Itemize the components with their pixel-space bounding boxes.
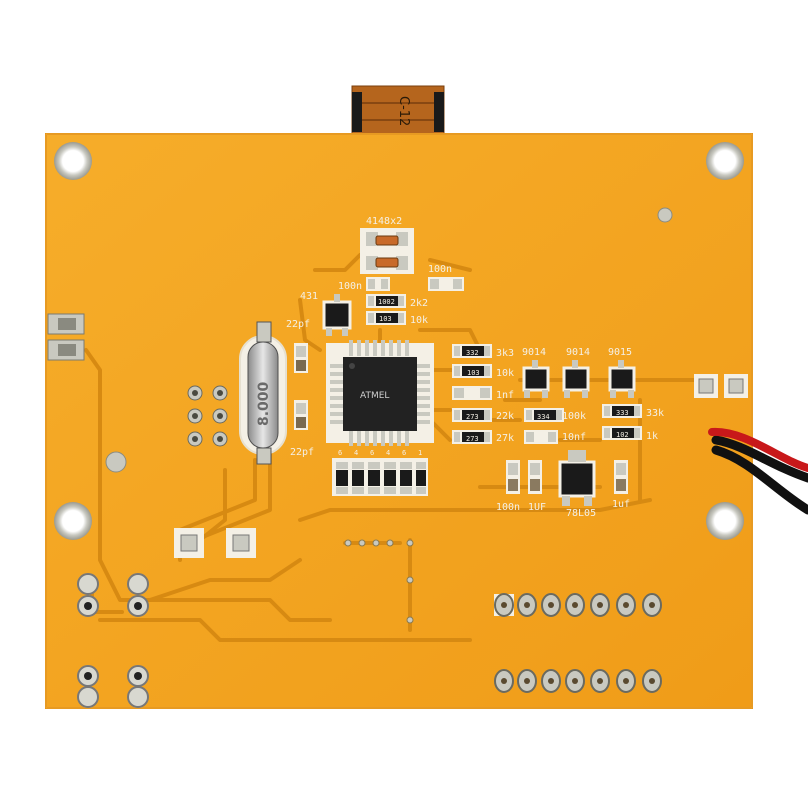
- left-connector: [47, 313, 85, 361]
- label-22pf-top: 22pf: [286, 319, 310, 330]
- mid-resistors: 332 103 273 273 334: [452, 344, 564, 444]
- smd-code-1: 1002: [378, 298, 395, 306]
- smd-code-3: 332: [466, 349, 479, 357]
- label-2k2: 2k2: [410, 298, 428, 309]
- crystal-marking: 8.000: [256, 381, 272, 426]
- transistors: [522, 360, 636, 398]
- label-100n-top: 100n: [428, 264, 452, 275]
- smd-code-2: 103: [379, 315, 392, 323]
- pin-digit-3: 6: [370, 449, 374, 457]
- pin-digit-5: 6: [402, 449, 406, 457]
- mounting-holes: [54, 142, 744, 540]
- silkscreen-labels: 100n 100n 2k2 10k 431 22pf 22pf 3k3 10k …: [286, 264, 664, 519]
- smd-code-8: 333: [616, 409, 629, 417]
- label-1uf-left: 1UF: [528, 502, 546, 513]
- label-1uf-right: 1uf: [612, 499, 630, 510]
- label-100k: 100k: [562, 411, 586, 422]
- bottom-left-sockets: [77, 573, 149, 708]
- pin-digit-6: 1: [418, 449, 422, 457]
- bottom-resistor-row: 6 4 6 4 6 1: [332, 449, 428, 496]
- top-smd: 1002 103: [322, 277, 464, 336]
- label-10k-top: 10k: [410, 315, 428, 326]
- label-9014-a: 9014: [522, 347, 546, 358]
- vias: [344, 539, 414, 624]
- flex-ribbon: C-12: [351, 85, 445, 135]
- header-pads: [187, 385, 228, 447]
- label-3k3: 3k3: [496, 348, 514, 359]
- label-10nf: 10nf: [562, 432, 586, 443]
- square-pads: [174, 374, 748, 558]
- label-1nf: 1nf: [496, 390, 514, 401]
- pin-digit-1: 6: [338, 449, 342, 457]
- label-100n-bottom: 100n: [496, 502, 520, 513]
- smd-code-6: 273: [466, 435, 479, 443]
- label-regulator: 78L05: [566, 508, 596, 519]
- lcd-header-pins: [494, 593, 662, 693]
- label-431: 431: [300, 291, 318, 302]
- pin-digit-4: 4: [386, 449, 390, 457]
- label-9014-b: 9014: [566, 347, 590, 358]
- crystal-caps: [294, 343, 308, 430]
- label-27k: 27k: [496, 433, 514, 444]
- smd-code-4: 103: [467, 369, 480, 377]
- label-1k: 1k: [646, 431, 658, 442]
- diode-label: 4148x2: [366, 216, 402, 227]
- pin-digit-2: 4: [354, 449, 358, 457]
- label-22pf-bottom: 22pf: [290, 447, 314, 458]
- regulator-section: [506, 450, 628, 506]
- ribbon-text: C-12: [396, 96, 411, 126]
- label-100n-left: 100n: [338, 281, 362, 292]
- label-22k: 22k: [496, 411, 514, 422]
- smd-code-7: 334: [537, 413, 550, 421]
- crystal-oscillator: 8.000: [239, 321, 287, 465]
- diode-array: 4148x2: [360, 216, 414, 274]
- smd-code-5: 273: [466, 413, 479, 421]
- right-resistors: 333 102: [602, 404, 642, 440]
- mcu-marking: ATMEL: [360, 391, 389, 401]
- mcu-chip: ATMEL: [326, 340, 434, 446]
- battery-wires: [708, 427, 808, 515]
- label-10k-mid: 10k: [496, 368, 514, 379]
- label-33k: 33k: [646, 408, 664, 419]
- label-9015: 9015: [608, 347, 632, 358]
- smd-code-9: 102: [616, 431, 629, 439]
